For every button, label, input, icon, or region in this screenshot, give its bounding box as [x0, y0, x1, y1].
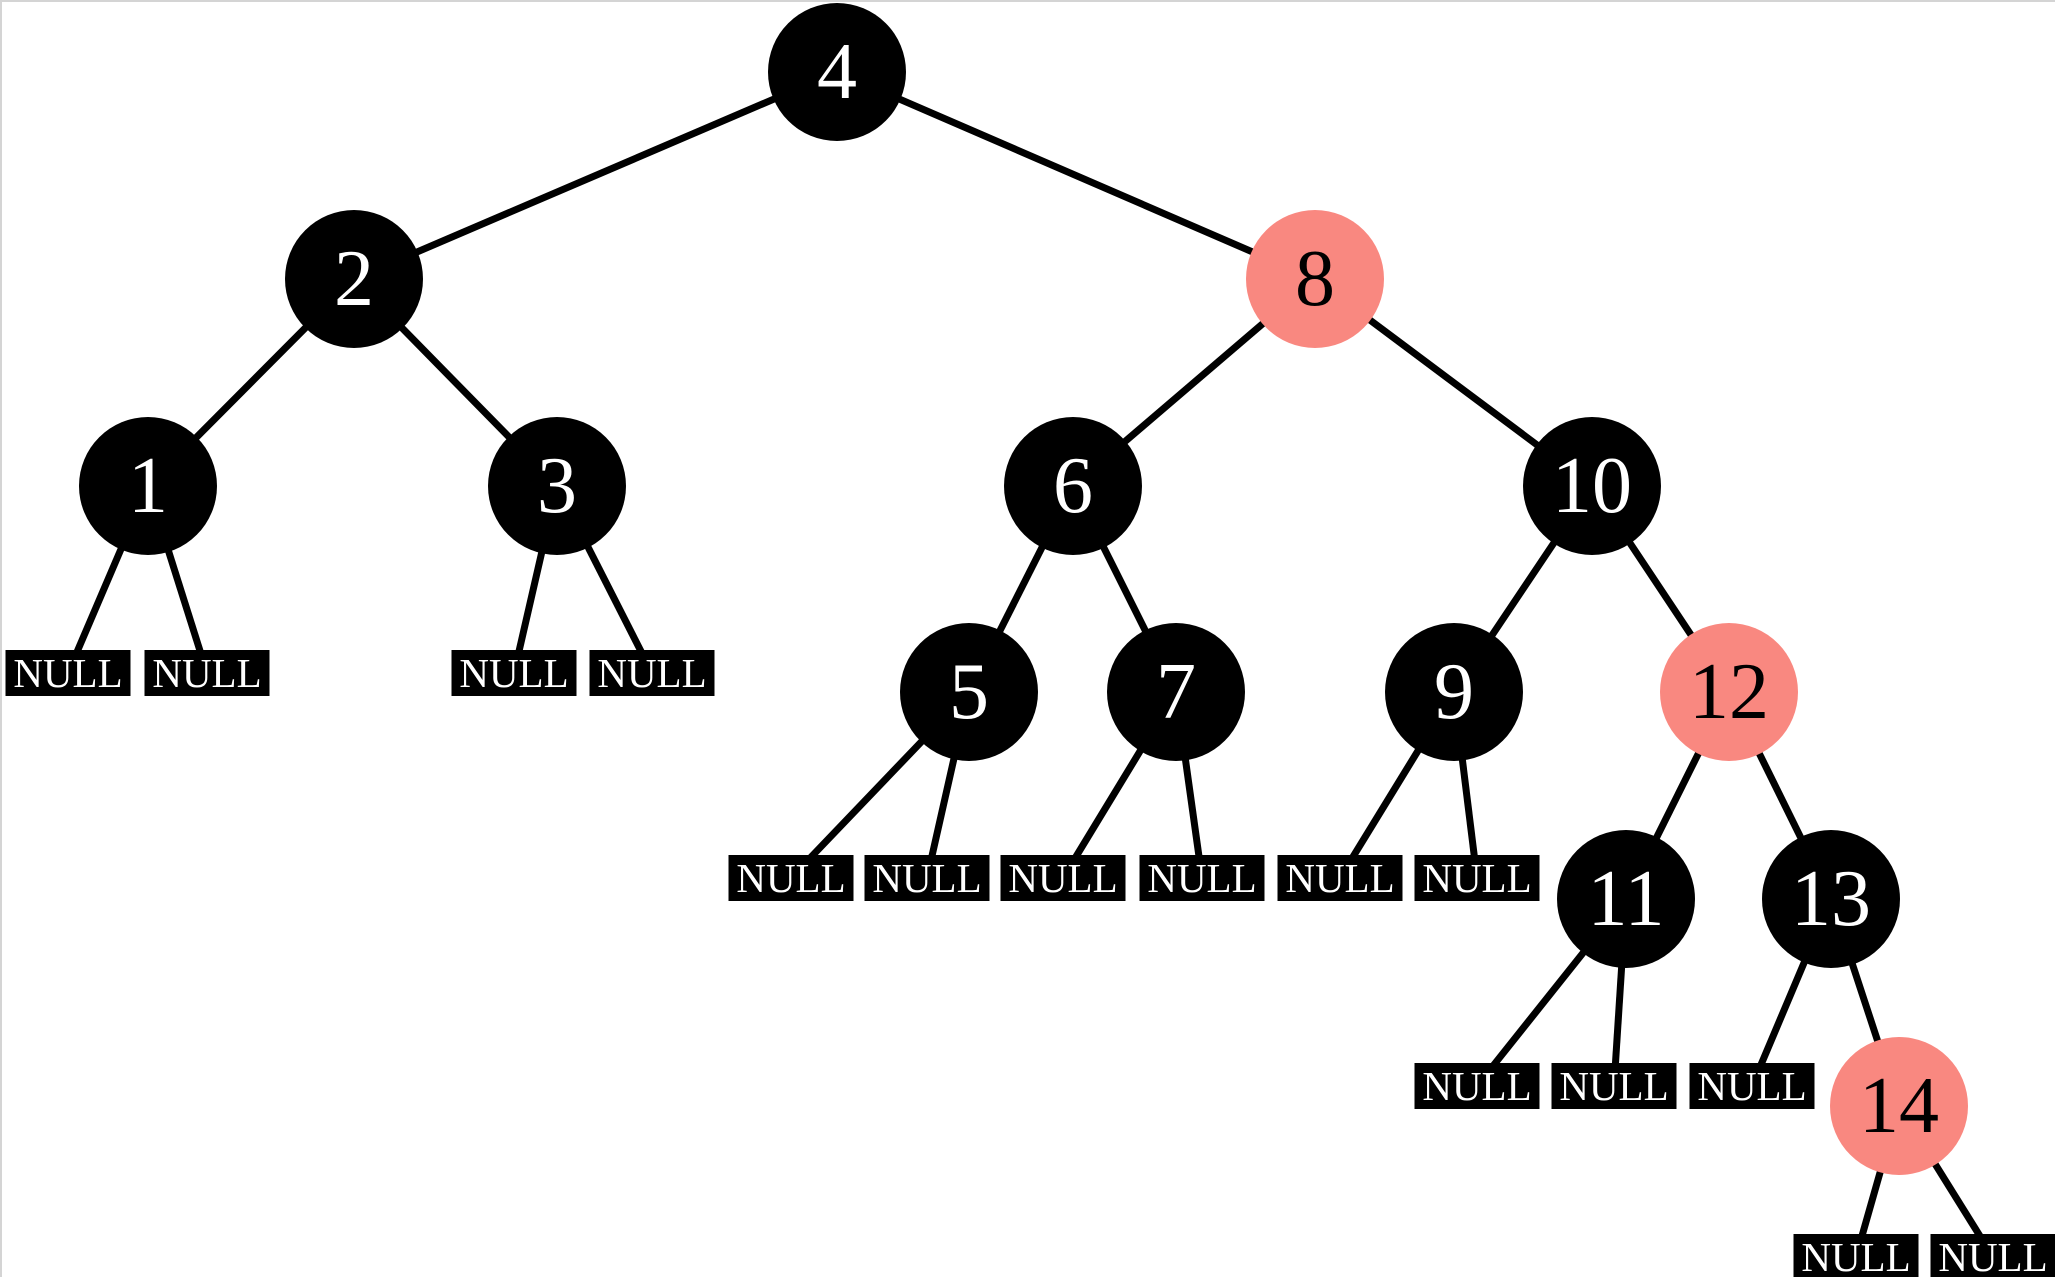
tree-node-7: 7 [1107, 623, 1245, 761]
tree-node-label: 11 [1587, 855, 1665, 943]
null-5-right: NULL [864, 854, 990, 901]
edge-4-8 [835, 68, 1317, 283]
null-11-left: NULL [1414, 1062, 1540, 1109]
tree-node-label: 2 [334, 235, 374, 323]
tree-node-4: 4 [768, 3, 906, 141]
null-14-right: NULL [1930, 1233, 2055, 1277]
tree-node-14: 14 [1830, 1037, 1968, 1175]
tree-node-13: 13 [1762, 830, 1900, 968]
tree-node-label: 3 [537, 442, 577, 530]
null-14-left: NULL [1793, 1233, 1919, 1277]
tree-node-label: 13 [1791, 855, 1871, 943]
null-leaf-label: NULL [1801, 1233, 1911, 1277]
tree-node-label: 9 [1434, 648, 1474, 736]
null-leaf-label: NULL [872, 854, 982, 901]
null-leaf-label: NULL [1285, 854, 1395, 901]
null-leaf-label: NULL [152, 649, 262, 696]
tree-node-label: 10 [1552, 442, 1632, 530]
edge-4-2 [352, 68, 839, 283]
tree-node-label: 14 [1859, 1062, 1939, 1150]
null-3-left: NULL [451, 649, 577, 696]
tree-node-8: 8 [1246, 210, 1384, 348]
tree-node-label: 1 [128, 442, 168, 530]
null-leaf-label: NULL [1422, 1062, 1532, 1109]
null-leaf-label: NULL [1938, 1233, 2048, 1277]
null-leaf-label: NULL [1559, 1062, 1669, 1109]
null-leaf-label: NULL [13, 649, 123, 696]
null-7-right: NULL [1139, 854, 1265, 901]
null-11-right: NULL [1551, 1062, 1677, 1109]
tree-node-label: 7 [1156, 648, 1196, 736]
tree-node-6: 6 [1004, 417, 1142, 555]
null-5-left: NULL [728, 854, 854, 901]
null-leaf-label: NULL [1147, 854, 1257, 901]
null-leaf-label: NULL [1008, 854, 1118, 901]
null-7-left: NULL [1000, 854, 1126, 901]
tree-node-1: 1 [79, 417, 217, 555]
tree-node-label: 6 [1053, 442, 1093, 530]
tree-node-label: 8 [1295, 235, 1335, 323]
tree-node-11: 11 [1557, 830, 1695, 968]
tree-node-12: 12 [1660, 623, 1798, 761]
tree-node-3: 3 [488, 417, 626, 555]
null-leaf-label: NULL [1422, 854, 1532, 901]
tree-node-2: 2 [285, 210, 423, 348]
null-1-left: NULL [5, 649, 131, 696]
tree-node-label: 5 [949, 648, 989, 736]
null-1-right: NULL [144, 649, 270, 696]
null-leaf-label: NULL [597, 649, 707, 696]
tree-node-label: 12 [1689, 648, 1769, 736]
null-leaf-label: NULL [736, 854, 846, 901]
null-13-left: NULL [1689, 1062, 1815, 1109]
null-9-right: NULL [1414, 854, 1540, 901]
tree-node-5: 5 [900, 623, 1038, 761]
null-leaf-label: NULL [459, 649, 569, 696]
tree-node-9: 9 [1385, 623, 1523, 761]
tree-node-label: 4 [817, 28, 857, 116]
null-9-left: NULL [1277, 854, 1403, 901]
null-leaf-label: NULL [1697, 1062, 1807, 1109]
null-3-right: NULL [589, 649, 715, 696]
tree-node-10: 10 [1523, 417, 1661, 555]
